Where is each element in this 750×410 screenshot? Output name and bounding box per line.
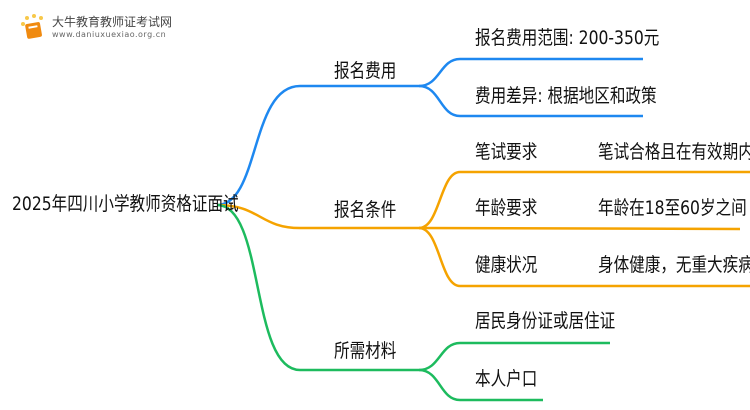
book-logo-icon — [21, 14, 43, 39]
condition-age-label: 年龄要求 — [475, 197, 538, 219]
logo-url: www.daniuxuexiao.org.cn — [52, 29, 167, 39]
condition-health-value: 身体健康，无重大疾病 — [598, 254, 750, 276]
root-topic: 2025年四川小学教师资格证面试 — [12, 193, 239, 215]
branch-line-conditions — [216, 203, 419, 230]
child-line-fee-diff — [418, 84, 643, 118]
material-hukou: 本人户口 — [475, 368, 538, 390]
fee-difference: 费用差异: 根据地区和政策 — [475, 85, 657, 107]
branch-conditions: 报名条件 — [334, 199, 397, 221]
condition-age-value: 年龄在18至60岁之间 — [598, 197, 747, 219]
condition-written-value: 笔试合格且在有效期内 — [598, 141, 750, 163]
child-line-hukou — [418, 368, 543, 402]
branch-materials: 所需材料 — [334, 340, 397, 362]
logo-name: 大牛教育教师证考试网 — [52, 14, 173, 29]
branch-fee: 报名费用 — [334, 60, 397, 82]
condition-health-label: 健康状况 — [475, 254, 538, 276]
child-line-fee-range — [418, 57, 643, 88]
child-line-written — [418, 170, 750, 230]
fee-range: 报名费用范围: 200-350元 — [475, 27, 660, 49]
child-line-age — [418, 226, 741, 231]
site-logo: 大牛教育教师证考试网 www.daniuxuexiao.org.cn — [18, 14, 172, 40]
child-line-id — [418, 341, 610, 372]
material-id: 居民身份证或居住证 — [475, 310, 616, 332]
branch-line-fee — [216, 84, 419, 207]
branch-line-materials — [216, 203, 419, 372]
condition-written-label: 笔试要求 — [475, 141, 538, 163]
child-line-health — [418, 226, 750, 288]
